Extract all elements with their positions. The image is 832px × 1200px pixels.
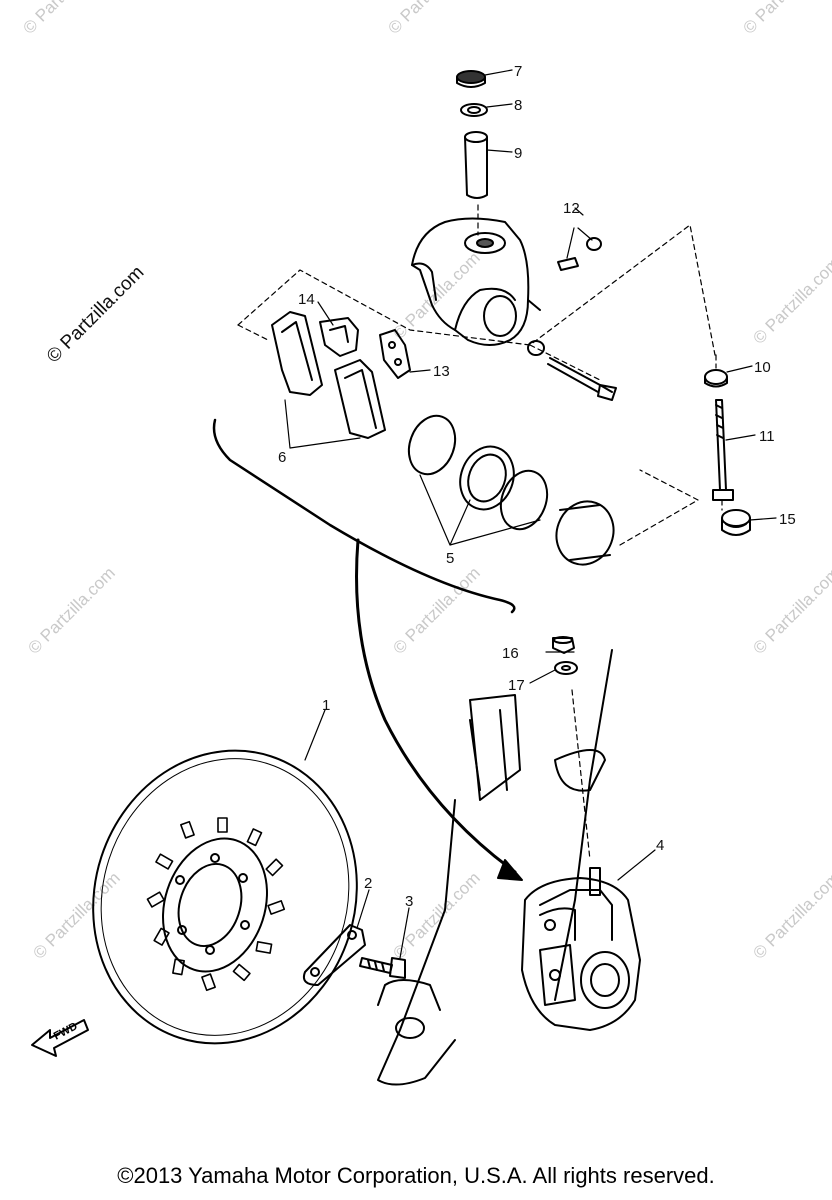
- part-4-caliper-assembly: [521, 867, 641, 1031]
- watermark-text: © Partzilla.com: [29, 868, 123, 962]
- callout-10: 10: [754, 359, 771, 376]
- watermark-text: © Partzilla.com: [749, 563, 832, 657]
- fork-leg: [377, 649, 613, 1086]
- callout-5: 5: [446, 550, 454, 567]
- part-5-piston-seals: [407, 414, 615, 566]
- callout-8: 8: [514, 97, 522, 114]
- watermark-text: © Partzilla.com: [389, 563, 483, 657]
- part-7-dust-cap: [456, 70, 486, 88]
- watermark-text: © Partzilla.com: [24, 563, 118, 657]
- callout-15: 15: [779, 511, 796, 528]
- callout-11: 11: [759, 428, 775, 445]
- part-6-brake-pads: [271, 311, 386, 439]
- watermark-text: © Partzilla.com: [389, 868, 483, 962]
- watermark-text: © Partzilla.com: [19, 0, 113, 38]
- part-11-bolt: [712, 399, 734, 501]
- callout-9: 9: [514, 145, 522, 162]
- part-14-clip: [319, 317, 359, 357]
- watermark-layer: © Partzilla.com © Partzilla.com © Partzi…: [19, 0, 832, 963]
- callout-6: 6: [278, 449, 286, 466]
- copyright-notice: ©2013 Yamaha Motor Corporation, U.S.A. A…: [117, 1163, 715, 1188]
- watermark-text: © Partzilla.com: [384, 0, 478, 38]
- watermark-text: © Partzilla.com: [749, 868, 832, 962]
- part-12-bleed-screw: [557, 227, 602, 271]
- part-10-washer: [704, 369, 728, 388]
- callout-2: 2: [364, 875, 372, 892]
- part-17-washer: [554, 661, 578, 675]
- watermark-text: © Partzilla.com: [389, 248, 483, 342]
- watermark-text: © Partzilla.com: [739, 0, 832, 38]
- callout-13: 13: [433, 363, 450, 380]
- part-3-bolt: [359, 957, 406, 979]
- watermark-text: © Partzilla.com: [749, 253, 832, 347]
- part-9-sleeve: [464, 131, 488, 199]
- assembly-arrow: [355, 538, 517, 874]
- callout-7: 7: [514, 63, 522, 80]
- part-16-nut: [552, 636, 575, 654]
- callout-3: 3: [405, 893, 413, 910]
- callout-14: 14: [298, 291, 315, 308]
- caliper-body: [411, 217, 541, 346]
- part-15-boot: [721, 509, 751, 536]
- callout-numbers: 7 8 9 12 14 13 10 11 6 15 5 16 17 1 4 2 …: [278, 63, 796, 910]
- fwd-arrow-icon: [31, 1019, 89, 1057]
- callout-12: 12: [563, 200, 580, 217]
- callout-1: 1: [322, 697, 330, 714]
- callout-4: 4: [656, 837, 664, 854]
- callout-17: 17: [508, 677, 525, 694]
- part-2-lock-plate: [302, 924, 366, 986]
- part-8-washer: [460, 103, 488, 117]
- part-13-shim: [379, 329, 411, 379]
- callout-16: 16: [502, 645, 519, 662]
- caliper-bolt: [527, 340, 617, 401]
